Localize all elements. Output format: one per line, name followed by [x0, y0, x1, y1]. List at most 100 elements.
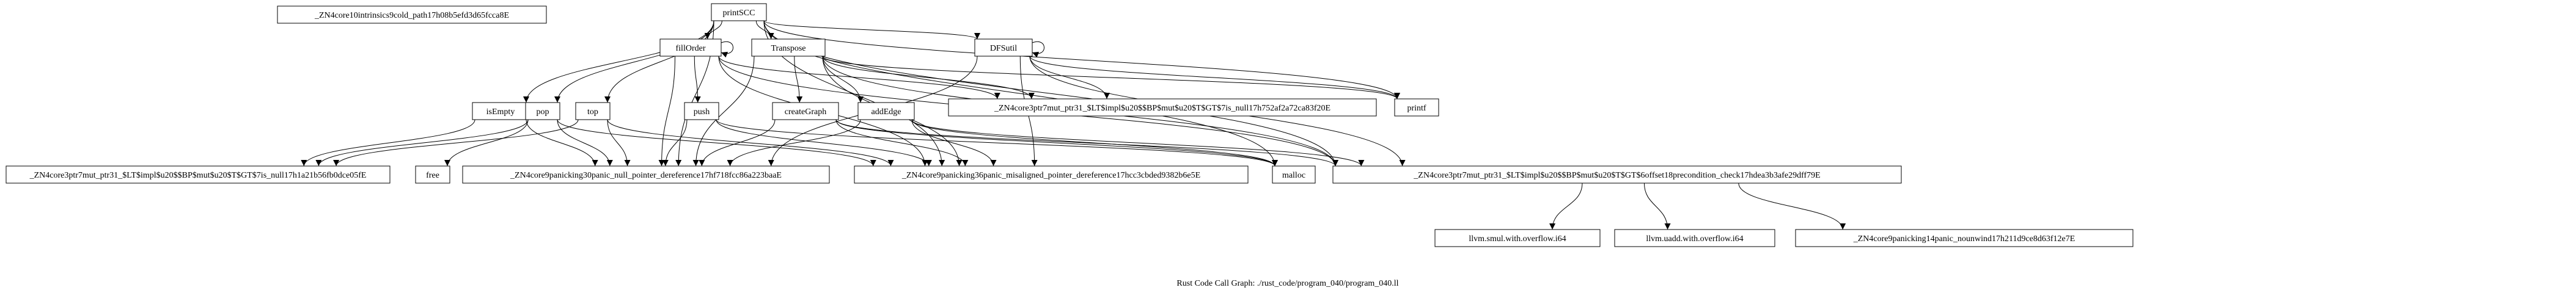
- node-box: [854, 165, 1249, 184]
- node-push: push: [684, 102, 719, 120]
- node-box: [1272, 165, 1316, 184]
- edge-fillOrder-to-push: [694, 56, 701, 103]
- node-label: DFSutil: [990, 44, 1017, 53]
- node-label: _ZN4core9panicking36panic_misaligned_poi…: [901, 171, 1200, 180]
- node-createGraph: createGraph: [772, 102, 839, 120]
- node-label: pop: [537, 107, 549, 117]
- node-label: _ZN4core9panicking30panic_null_pointer_d…: [510, 171, 782, 180]
- node-box: [575, 102, 611, 120]
- edge-addEdge-to-offset_pre: [911, 119, 1365, 167]
- node-box: [472, 102, 529, 120]
- node-box: [6, 165, 391, 184]
- node-box: [684, 102, 719, 120]
- edge-fillOrder-to-panic_null: [658, 56, 675, 167]
- node-label: isEmpty: [486, 107, 515, 117]
- edge-DFSutil-to-DFSutil: [1032, 41, 1044, 58]
- edge-offset_pre-to-uadd: [1643, 183, 1671, 230]
- edge-createGraph-to-panic_misaligned: [835, 119, 969, 167]
- node-smul: llvm.smul.with.overflow.i64: [1434, 229, 1601, 247]
- node-label: malloc: [1282, 171, 1305, 180]
- node-box: [711, 3, 767, 21]
- graph-caption: Rust Code Call Graph: ./rust_code/progra…: [1176, 279, 1398, 288]
- edge-isEmpty-to-panic_null: [526, 119, 598, 167]
- edge-offset_pre-to-panic_nounwind: [1738, 183, 1846, 230]
- edge-push-to-panic_misaligned: [716, 119, 932, 167]
- node-DFSutil: DFSutil: [974, 38, 1033, 57]
- node-panic_nounwind: _ZN4core9panicking14panic_nounwind17h211…: [1795, 229, 2134, 247]
- node-offset_pre: _ZN4core3ptr7mut_ptr31_$LT$impl$u20$$BP$…: [1332, 165, 1902, 184]
- edge-Transpose-to-createGraph: [794, 56, 803, 103]
- node-panic_null: _ZN4core9panicking30panic_null_pointer_d…: [462, 165, 830, 184]
- node-box: [772, 102, 839, 120]
- node-box: [1332, 165, 1902, 184]
- node-top: top: [575, 102, 611, 120]
- node-label: free: [426, 171, 439, 180]
- edge-createGraph-to-offset_pre: [835, 119, 1338, 167]
- edge-printSCC-to-pop: [554, 20, 714, 103]
- edge-fillOrder-to-fillOrder: [721, 41, 733, 58]
- edge-printSCC-to-DFSutil: [763, 20, 980, 40]
- edge-printSCC-to-printf: [763, 20, 1400, 99]
- node-label: push: [694, 107, 710, 117]
- node-label: fillOrder: [676, 44, 706, 53]
- node-box: [857, 102, 915, 120]
- node-is_null_a21b: _ZN4core3ptr7mut_ptr31_$LT$impl$u20$$BP$…: [6, 165, 391, 184]
- edges-layer: [301, 20, 1846, 230]
- node-box: [751, 38, 826, 57]
- node-free: free: [415, 165, 450, 184]
- node-box: [415, 165, 450, 184]
- node-panic_misaligned: _ZN4core9panicking36panic_misaligned_poi…: [854, 165, 1249, 184]
- node-label: Transpose: [771, 44, 805, 53]
- node-malloc: malloc: [1272, 165, 1316, 184]
- edge-printSCC-to-top: [604, 20, 714, 103]
- node-label: _ZN4core3ptr7mut_ptr31_$LT$impl$u20$$BP$…: [994, 104, 1330, 113]
- edge-offset_pre-to-smul: [1549, 183, 1583, 230]
- node-label: top: [587, 107, 598, 117]
- edge-Transpose-to-is_null_752: [822, 56, 1035, 99]
- edge-addEdge-to-malloc: [911, 119, 1278, 167]
- node-addEdge: addEdge: [857, 102, 915, 120]
- edge-printSCC-to-isEmpty: [523, 20, 714, 103]
- node-label: createGraph: [785, 107, 826, 117]
- node-isEmpty: isEmpty: [472, 102, 529, 120]
- edge-top-to-is_null_a21b: [333, 119, 579, 167]
- node-uadd: llvm.uadd.with.overflow.i64: [1614, 229, 1775, 247]
- edge-top-to-panic_misaligned: [607, 119, 894, 167]
- node-label: llvm.uadd.with.overflow.i64: [1646, 234, 1743, 244]
- edge-printSCC-to-fillOrder: [704, 20, 722, 40]
- node-label: printSCC: [723, 9, 755, 18]
- node-printSCC: printSCC: [711, 3, 767, 21]
- node-label: _ZN4core9panicking14panic_nounwind17h211…: [1853, 234, 2075, 244]
- edge-Transpose-to-panic_null: [692, 56, 755, 167]
- node-pop: pop: [525, 102, 560, 120]
- edge-addEdge-to-panic_misaligned: [911, 119, 997, 167]
- edge-isEmpty-to-is_null_a21b: [301, 119, 475, 167]
- node-box: [948, 98, 1377, 117]
- node-fillOrder: fillOrder: [659, 38, 722, 57]
- node-label: addEdge: [872, 107, 901, 117]
- node-box: [1434, 229, 1601, 247]
- edge-push-to-panic_null: [662, 119, 688, 167]
- node-box: [1614, 229, 1775, 247]
- node-is_null_752: _ZN4core3ptr7mut_ptr31_$LT$impl$u20$$BP$…: [948, 98, 1377, 117]
- node-label: llvm.smul.with.overflow.i64: [1469, 234, 1566, 244]
- node-cold_path: _ZN4core10intrinsics9cold_path17h08b5efd…: [277, 5, 547, 24]
- node-box: [974, 38, 1033, 57]
- node-label: _ZN4core3ptr7mut_ptr31_$LT$impl$u20$$BP$…: [29, 171, 367, 180]
- node-box: [1394, 98, 1439, 117]
- node-box: [277, 5, 547, 24]
- node-box: [462, 165, 830, 184]
- edge-fillOrder-to-is_null_752: [718, 56, 1000, 99]
- edge-addEdge-to-panic_null: [727, 119, 861, 167]
- edge-DFSutil-to-printf: [1029, 56, 1400, 99]
- node-label: _ZN4core3ptr7mut_ptr31_$LT$impl$u20$$BP$…: [1413, 171, 1820, 180]
- node-box: [1795, 229, 2134, 247]
- node-box: [659, 38, 722, 57]
- nodes-layer: _ZN4core10intrinsics9cold_path17h08b5efd…: [6, 3, 2134, 247]
- edge-pop-to-panic_null: [557, 119, 613, 167]
- node-label: printf: [1407, 104, 1426, 113]
- edge-printSCC-to-Transpose: [755, 20, 774, 40]
- node-label: _ZN4core10intrinsics9cold_path17h08b5efd…: [314, 11, 509, 20]
- edge-pop-to-panic_misaligned: [557, 119, 876, 167]
